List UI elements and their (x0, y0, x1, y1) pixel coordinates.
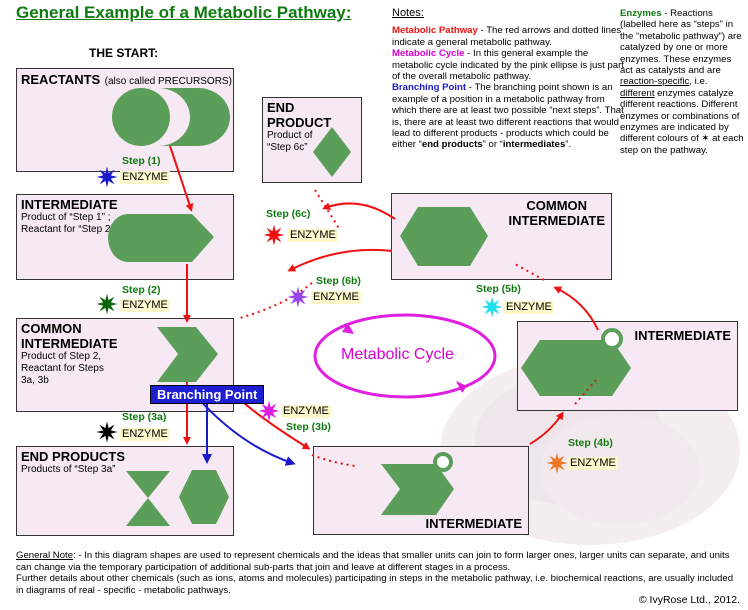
note-branch-text-c: ”. (565, 139, 572, 151)
enzyme-star-step6c-icon (263, 224, 285, 246)
start-label: THE START: (89, 46, 159, 60)
intermediate-1-header: INTERMEDIATE (21, 197, 118, 212)
end-product-hourglass-shape (126, 471, 170, 526)
end-products-line1: Products of “Step 3a” (21, 464, 116, 475)
enzyme-star-step5b-icon (481, 296, 503, 318)
step-5b-label: Step (5b) (476, 283, 521, 295)
note-branch-bold2: intermediates (502, 139, 566, 151)
intermediate-1-line1: Product of “Step 1” ; (21, 212, 111, 223)
enzyme-step6b-label: ENZYME (311, 291, 361, 304)
enzyme-step3b-label: ENZYME (281, 405, 331, 418)
notes-title: Notes: (392, 7, 424, 19)
enzyme-step5b-label: ENZYME (504, 301, 554, 314)
step-6b-label: Step (6b) (316, 275, 361, 287)
end-products-header: END PRODUCTS (21, 449, 126, 464)
enzyme-step1-label: ENZYME (120, 171, 170, 184)
step-1-label: Step (1) (122, 155, 161, 167)
common-1-line1: Product of Step 2, (21, 351, 102, 362)
enzymes-note-label: Enzymes (620, 8, 662, 19)
intermediate-bottom-shape (381, 464, 454, 515)
common-1-header1: COMMON (21, 321, 82, 336)
common-1-chevron-shape (157, 327, 218, 382)
note-cycle-text: - In this general example the metabolic … (392, 48, 624, 83)
enzyme-star-step6b-icon (287, 286, 309, 308)
note-cycle-label: Metabolic Cycle (392, 48, 465, 60)
general-note-label: General Note (16, 550, 74, 561)
step-3a-label: Step (3a) (122, 411, 167, 423)
intermediate-bottom-ring-shape (433, 452, 453, 472)
step-4b-label: Step (4b) (568, 437, 613, 449)
enzyme-star-step3b-icon (258, 400, 280, 422)
note-cycle: Metabolic Cycle - In this general exampl… (392, 48, 624, 82)
intermediate-right-header: INTERMEDIATE (634, 328, 731, 343)
enzymes-note: Enzymes - Reactions (labelled here as “s… (620, 8, 744, 156)
common-2-header2: INTERMEDIATE (508, 213, 605, 228)
enzyme-star-step2-icon (96, 293, 118, 315)
reactants-header: REACTANTS (21, 72, 101, 87)
reactant-circle-shape (112, 88, 170, 146)
note-branch: Branching Point - The branching point sh… (392, 82, 624, 150)
note-branch-label: Branching Point (392, 82, 467, 94)
enzymes-note-text-a: - Reactions (labelled here as “steps” in… (620, 8, 742, 77)
enzyme-step2-label: ENZYME (120, 299, 170, 312)
general-note-text: : - In this diagram shapes are used to r… (16, 550, 730, 573)
common-2-header1: COMMON (526, 198, 588, 213)
enzyme-step4b-label: ENZYME (568, 457, 618, 470)
note-branch-text-b: ” or “ (482, 139, 503, 151)
common-1-line3: 3a, 3b (21, 375, 49, 386)
enzyme-step6c-label: ENZYME (288, 229, 338, 242)
page-title: General Example of a Metabolic Pathway: (16, 3, 352, 22)
end-product-top-header: END PRODUCT (267, 100, 332, 130)
enzymes-note-text-c: enzymes catalyze different reactions. Di… (620, 87, 744, 156)
common-2-hexagon-shape (400, 207, 488, 266)
enzymes-note-text-b: , i.e. (689, 76, 708, 88)
end-product-top-diamond-shape (313, 127, 351, 177)
enzymes-note-link2: different (620, 87, 655, 99)
end-product-hexagon-shape (179, 470, 229, 524)
metabolic-cycle-ellipse (313, 313, 497, 399)
reactant-crescent-shape (158, 88, 230, 146)
end-product-top-box: END PRODUCT Product of “Step 6c” (262, 97, 362, 183)
step-6c-label: Step (6c) (266, 208, 311, 220)
enzymes-panel: Enzymes - Reactions (labelled here as “s… (620, 8, 744, 156)
copyright: © IvyRose Ltd., 2012. (638, 594, 740, 606)
intermediate-1-shape (108, 214, 214, 262)
enzyme-step3a-label: ENZYME (120, 428, 170, 441)
note-branch-bold1: end products (421, 139, 483, 151)
intermediate-1-line2: Reactant for “Step 2” (21, 224, 114, 235)
branching-point-label: Branching Point (150, 385, 265, 404)
step-3b-label: Step (3b) (286, 421, 331, 433)
intermediate-right-ring-shape (601, 328, 623, 350)
metabolic-cycle-label: Metabolic Cycle (341, 346, 454, 363)
enzyme-star-step1-icon (96, 166, 118, 188)
reactants-header-note: (also called PRECURSORS) (104, 76, 232, 87)
general-note-text2: Further details about other chemicals (s… (16, 573, 734, 596)
general-note: General Note: - In this diagram shapes a… (16, 550, 736, 596)
step-2-label: Step (2) (122, 284, 161, 296)
end-product-top-line1: Product of (267, 130, 313, 141)
enzymes-note-link1: reaction-specific (620, 76, 690, 88)
common-1-line2: Reactant for Steps (21, 363, 104, 374)
note-branch-text-a: - The branching point shown is an exampl… (392, 82, 624, 151)
common-1-header2: INTERMEDIATE (21, 336, 118, 351)
enzyme-star-step4b-icon (546, 452, 568, 474)
end-product-top-line2: “Step 6c” (267, 142, 308, 153)
note-pathway-label: Metabolic Pathway (392, 25, 478, 37)
notes-panel: Notes: Metabolic Pathway - The red arrow… (392, 7, 624, 151)
enzyme-star-step3a-icon (96, 421, 118, 443)
note-pathway-text: - The red arrows and dotted lines indica… (392, 25, 622, 48)
intermediate-bottom-header: INTERMEDIATE (425, 516, 522, 531)
intermediate-right-shape (521, 340, 631, 396)
note-pathway: Metabolic Pathway - The red arrows and d… (392, 25, 624, 48)
